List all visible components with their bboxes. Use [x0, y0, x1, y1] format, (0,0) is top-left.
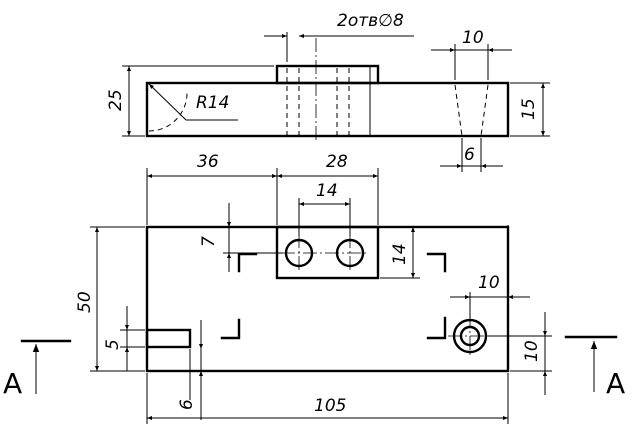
- left-slot: [145, 328, 192, 349]
- section-label-left: A: [3, 367, 22, 400]
- slot-height-label: 15: [519, 98, 539, 120]
- hidden-line: [454, 84, 463, 137]
- section-markers: A A: [3, 335, 625, 400]
- corner-bracket: [426, 252, 447, 273]
- top-view-boss: [275, 64, 380, 85]
- slot-width-bottom-label: 6: [464, 145, 475, 165]
- dim-10-vert-label: 10: [522, 340, 542, 362]
- hidden-line: [480, 84, 489, 137]
- dim-6-label: 6: [177, 399, 197, 410]
- top-view: R14 2отв∅8 25 10 15 6: [106, 11, 550, 172]
- dim-105-label: 105: [314, 396, 346, 416]
- front-view: 36 28 14 7 14 50 5 6: [75, 152, 552, 424]
- holes-note-label: 2отв∅8: [337, 11, 404, 31]
- dim-14-side-label: 14: [390, 243, 410, 265]
- radius-label: R14: [196, 93, 229, 113]
- dim-7-label: 7: [199, 236, 219, 247]
- dim-50-label: 50: [75, 291, 95, 313]
- dim-36-label: 36: [197, 152, 219, 172]
- corner-bracket: [220, 318, 241, 340]
- corner-bracket: [237, 252, 258, 273]
- dim-14-top-label: 14: [316, 181, 338, 201]
- corner-bracket: [426, 316, 447, 340]
- dim-10-right-label: 10: [478, 273, 500, 293]
- dim-28-label: 28: [326, 152, 348, 172]
- radius-leader: [148, 83, 187, 121]
- radius-arc: [148, 92, 188, 132]
- height-25-label: 25: [106, 89, 126, 111]
- slot-width-top-label: 10: [462, 28, 484, 48]
- section-label-right: A: [606, 367, 625, 400]
- dim-5-label: 5: [103, 339, 123, 350]
